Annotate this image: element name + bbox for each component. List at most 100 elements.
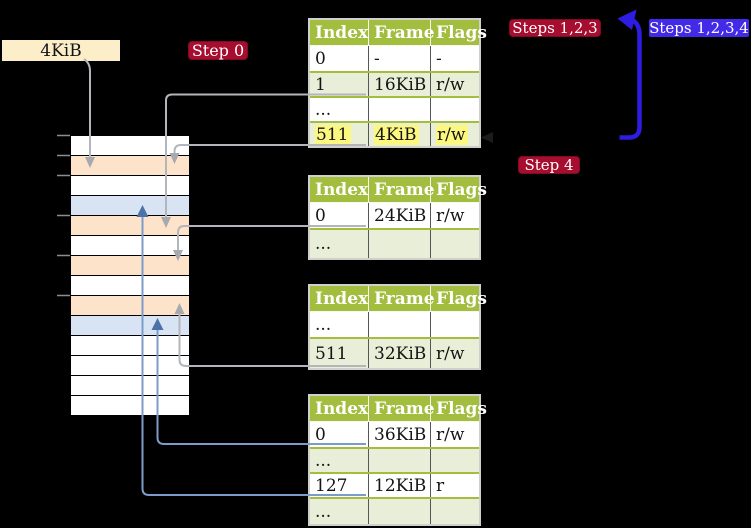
table-cell: r/w [431,203,479,228]
column-header: Index [310,177,369,202]
memory-strip [70,135,190,416]
table-cell: 0 [310,422,369,447]
table-cell: ... [310,98,369,121]
table-cell-text: - [436,48,442,69]
table-cell: 0 [310,203,369,228]
badge-steps-123-label: Steps 1,2,3 [512,19,598,37]
table-cell-text: 1 [315,74,326,95]
table-row: ... [310,228,479,258]
arrow-steps-loop [617,9,642,140]
table-cell-text: ... [315,450,332,471]
table-cell-text: 32KiB [374,343,427,364]
table-cell: r/w [431,422,479,447]
badge-step-4-label: Step 4 [524,156,574,174]
table-cell: ... [310,230,369,258]
table-cell: 32KiB [369,339,431,368]
table-cell [431,230,479,258]
table-cell: - [369,46,431,71]
table-cell-text: ... [315,314,332,335]
table-cell: 511 [310,123,369,146]
table-cell: r [431,474,479,497]
table-cell-text: 12KiB [374,475,427,496]
column-header: Frame [369,286,435,311]
memory-frame-row-blue [70,195,190,215]
badge-steps-123: Steps 1,2,3 [509,19,601,37]
arrow-black-to-root-511 [481,132,619,143]
table-cell: 12KiB [369,474,431,497]
table-cell-text: 127 [315,475,348,496]
table-cell-text: 0 [315,205,326,226]
table-cell-text: 511 [315,343,348,364]
table-cell [431,312,479,337]
memory-frame-row-white [70,355,190,375]
table-cell-text: 24KiB [374,205,427,226]
table-row: 0 -- [310,46,479,71]
table-cell-text: r/w [436,74,465,95]
table-cell: ... [310,449,369,472]
memory-frame-row-peach [70,255,190,275]
table-cell [369,230,431,258]
table-row: 511 4KiB r/w [310,121,479,146]
table-cell-text: 36KiB [374,424,427,445]
memory-frame-row-white [70,335,190,355]
memory-frame-row-peach [70,295,190,315]
page-size-label: 4KiB [40,40,82,61]
table-cell-text: r/w [436,424,465,445]
page-size-box: 4KiB [2,40,120,61]
table-cell [369,449,431,472]
table-cell [431,499,479,524]
table-row: ... [310,96,479,121]
table-row: 0 24KiB r/w [310,203,479,228]
column-header: Frame [369,20,435,45]
column-header: Frame [369,396,435,421]
table-cell-text: r/w [436,124,469,145]
memory-frame-row-white [70,375,190,395]
table-cell: 127 [310,474,369,497]
table-cell-text: ... [315,501,332,522]
table-cell: r/w [431,73,479,96]
table-row: ... [310,497,479,524]
column-header: Frame [369,177,435,202]
column-header: Flags [436,179,487,200]
table-cell-text: 511 [315,124,352,145]
table-cell: 16KiB [369,73,431,96]
table-cell-text: 4KiB [374,124,420,145]
table-cell [431,449,479,472]
column-header: Index [310,286,369,311]
table-cell: ... [310,312,369,337]
table-row: ... [310,447,479,472]
table-cell: - [431,46,479,71]
address-ticks [57,134,70,297]
table-cell-text: r [436,475,445,496]
table-cell-text: r/w [436,205,465,226]
table-cell [369,312,431,337]
table-cell: 4KiB [369,123,431,146]
table-row: ... [310,312,479,337]
table-cell: 0 [310,46,369,71]
badge-step-0: Step 0 [188,41,248,60]
column-header: Index [310,20,369,45]
table-cell: 36KiB [369,422,431,447]
table-cell-text: 0 [315,48,326,69]
badge-steps-1234: Steps 1,2,3,4 [649,19,749,37]
table-cell: r/w [431,339,479,368]
column-header: Index [310,396,369,421]
table-cell-text: r/w [436,343,465,364]
memory-frame-row-peach [70,215,190,235]
table-cell-text: ... [315,99,332,120]
table-cell: r/w [431,123,479,146]
table-cell: 1 [310,73,369,96]
memory-frame-row-white [70,175,190,195]
column-header: Flags [436,288,487,309]
table-cell [369,98,431,121]
memory-frame-row-white [70,135,190,155]
memory-frame-row-white [70,235,190,255]
badge-steps-1234-label: Steps 1,2,3,4 [649,19,749,37]
